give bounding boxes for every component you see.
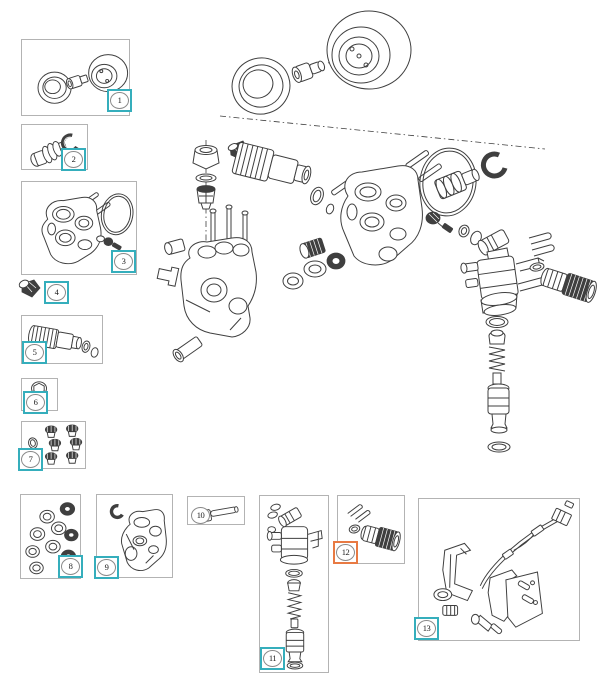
exploded-cap-nut-group	[192, 140, 220, 250]
exploded-spring-stack	[485, 316, 511, 453]
callout-12[interactable]: 12	[333, 541, 358, 564]
callout-12-number: 12	[336, 544, 355, 561]
part-7-art	[28, 424, 83, 465]
callout-9[interactable]: 9	[94, 556, 119, 579]
callout-11[interactable]: 11	[260, 647, 285, 670]
callout-5[interactable]: 5	[22, 341, 47, 364]
exploded-oring	[419, 147, 477, 217]
exploded-drive-bolt	[291, 60, 326, 83]
part-box-7[interactable]	[21, 421, 86, 469]
exploded-outlet-fitting	[540, 267, 597, 303]
callout-3[interactable]: 3	[111, 250, 136, 273]
exploded-bearing-ring	[231, 57, 291, 115]
exploded-view-illustration	[156, 10, 597, 453]
part-13-art	[433, 500, 575, 635]
part-3-art	[41, 192, 134, 265]
callout-13[interactable]: 13	[414, 617, 439, 640]
part-11-art	[266, 503, 323, 670]
part-box-8[interactable]	[20, 494, 81, 579]
callout-4-number: 4	[47, 284, 66, 301]
callout-9-number: 9	[97, 559, 116, 576]
part-12-art	[347, 504, 401, 552]
part-4-art[interactable]	[16, 276, 44, 302]
part-9-art	[109, 504, 167, 571]
part-8-art	[25, 502, 79, 575]
part-box-5[interactable]	[21, 315, 103, 364]
exploded-manifold	[331, 150, 442, 266]
exploded-tube-washers	[310, 186, 335, 215]
callout-10-number: 10	[191, 507, 210, 524]
exploded-seals	[282, 237, 346, 290]
part-box-2[interactable]	[21, 124, 88, 170]
exploded-flange	[326, 10, 412, 90]
part-box-1[interactable]	[21, 39, 130, 116]
callout-10[interactable]: 10	[188, 504, 213, 527]
callout-11-number: 11	[263, 650, 282, 667]
callout-3-number: 3	[114, 253, 133, 270]
part-box-11[interactable]	[259, 495, 329, 673]
center-line	[219, 115, 546, 150]
exploded-unloader	[460, 229, 545, 316]
callout-1[interactable]: 1	[107, 89, 132, 112]
callout-7[interactable]: 7	[18, 448, 43, 471]
callout-8[interactable]: 8	[58, 555, 83, 578]
exploded-retaining-clip	[480, 151, 508, 179]
callout-2[interactable]: 2	[61, 148, 86, 171]
exploded-small-valve	[425, 211, 470, 238]
exploded-crankcase	[156, 204, 257, 363]
part-1-art	[37, 54, 129, 104]
callout-2-number: 2	[64, 151, 83, 168]
callout-5-number: 5	[25, 344, 44, 361]
callout-6-number: 6	[26, 394, 45, 411]
callout-7-number: 7	[21, 451, 40, 468]
callout-4[interactable]: 4	[44, 281, 69, 304]
callout-6[interactable]: 6	[23, 391, 48, 414]
exploded-inlet-tube	[231, 141, 312, 185]
callout-13-number: 13	[417, 620, 436, 637]
exploded-plunger	[434, 168, 480, 200]
part-box-13[interactable]	[418, 498, 580, 641]
callout-1-number: 1	[110, 92, 129, 109]
callout-8-number: 8	[61, 558, 80, 575]
